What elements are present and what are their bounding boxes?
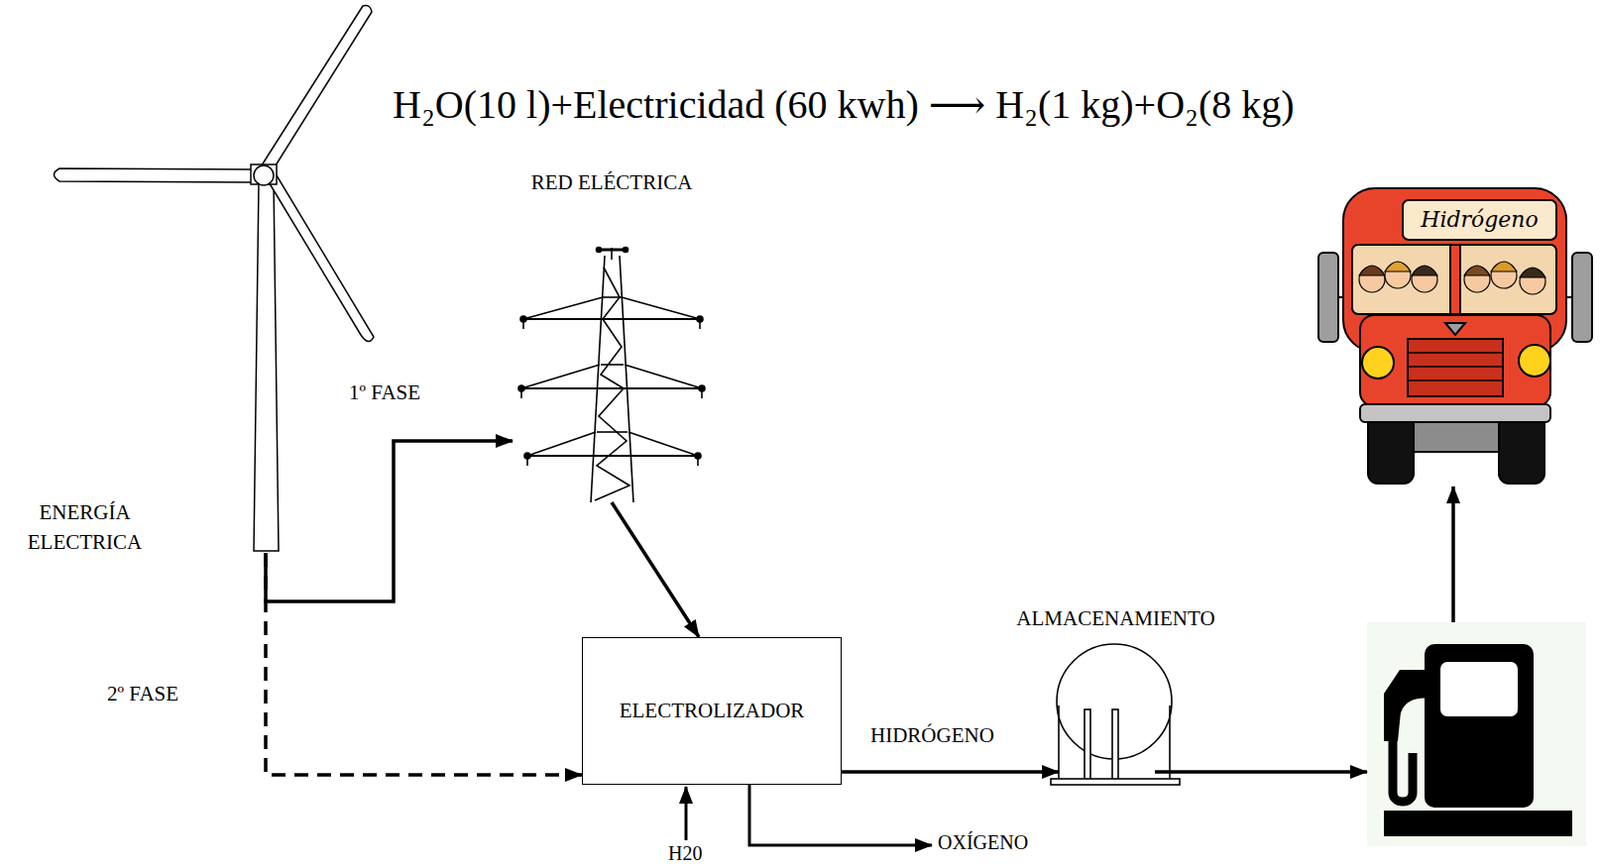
edge-label: 1º FASE <box>348 380 421 406</box>
water-inlet-arrow <box>685 787 688 841</box>
storage-node: ALMACENAMIENTO <box>1048 606 1183 786</box>
equation-title: H₂O(10 l)+Electricidad (60 kwh) ⟶ H₂(1 k… <box>392 81 1295 129</box>
flow-arrow <box>265 441 513 602</box>
node-label: RED ELÉCTRICA <box>512 170 711 196</box>
water-label: H20 <box>668 843 702 864</box>
flow-arrow <box>265 553 582 776</box>
wind-turbine <box>54 5 375 552</box>
pump-node <box>1367 622 1587 847</box>
flow-arrow <box>841 770 1059 775</box>
oxygen-label: OXÍGENO <box>937 832 1029 853</box>
pylon-node: RED ELÉCTRICA <box>512 170 711 503</box>
fuel-pump <box>1367 622 1587 847</box>
process-box: ELECTROLIZADOR <box>581 637 842 786</box>
node-label: Hidrógeno <box>1402 200 1557 240</box>
flow-arrow <box>1154 770 1368 775</box>
flow-arrow <box>1451 486 1456 623</box>
wind-turbine-node: ENERGÍA ELECTRICA <box>0 0 397 554</box>
node-label: ELECTROLIZADOR <box>619 698 805 724</box>
edge-label: 2º FASE <box>107 682 179 707</box>
hydrogen-bus <box>1318 188 1593 484</box>
flow-arrow <box>611 502 699 638</box>
storage-tank <box>1050 644 1180 786</box>
node-label: ALMACENAMIENTO <box>1016 606 1215 632</box>
node-label: ENERGÍA ELECTRICA <box>7 497 162 559</box>
pylon <box>518 247 705 504</box>
bus-node: Hidrógeno <box>1313 183 1597 485</box>
edge-label: HIDRÓGENO <box>870 723 995 749</box>
oxygen-outlet-arrow <box>749 785 932 846</box>
